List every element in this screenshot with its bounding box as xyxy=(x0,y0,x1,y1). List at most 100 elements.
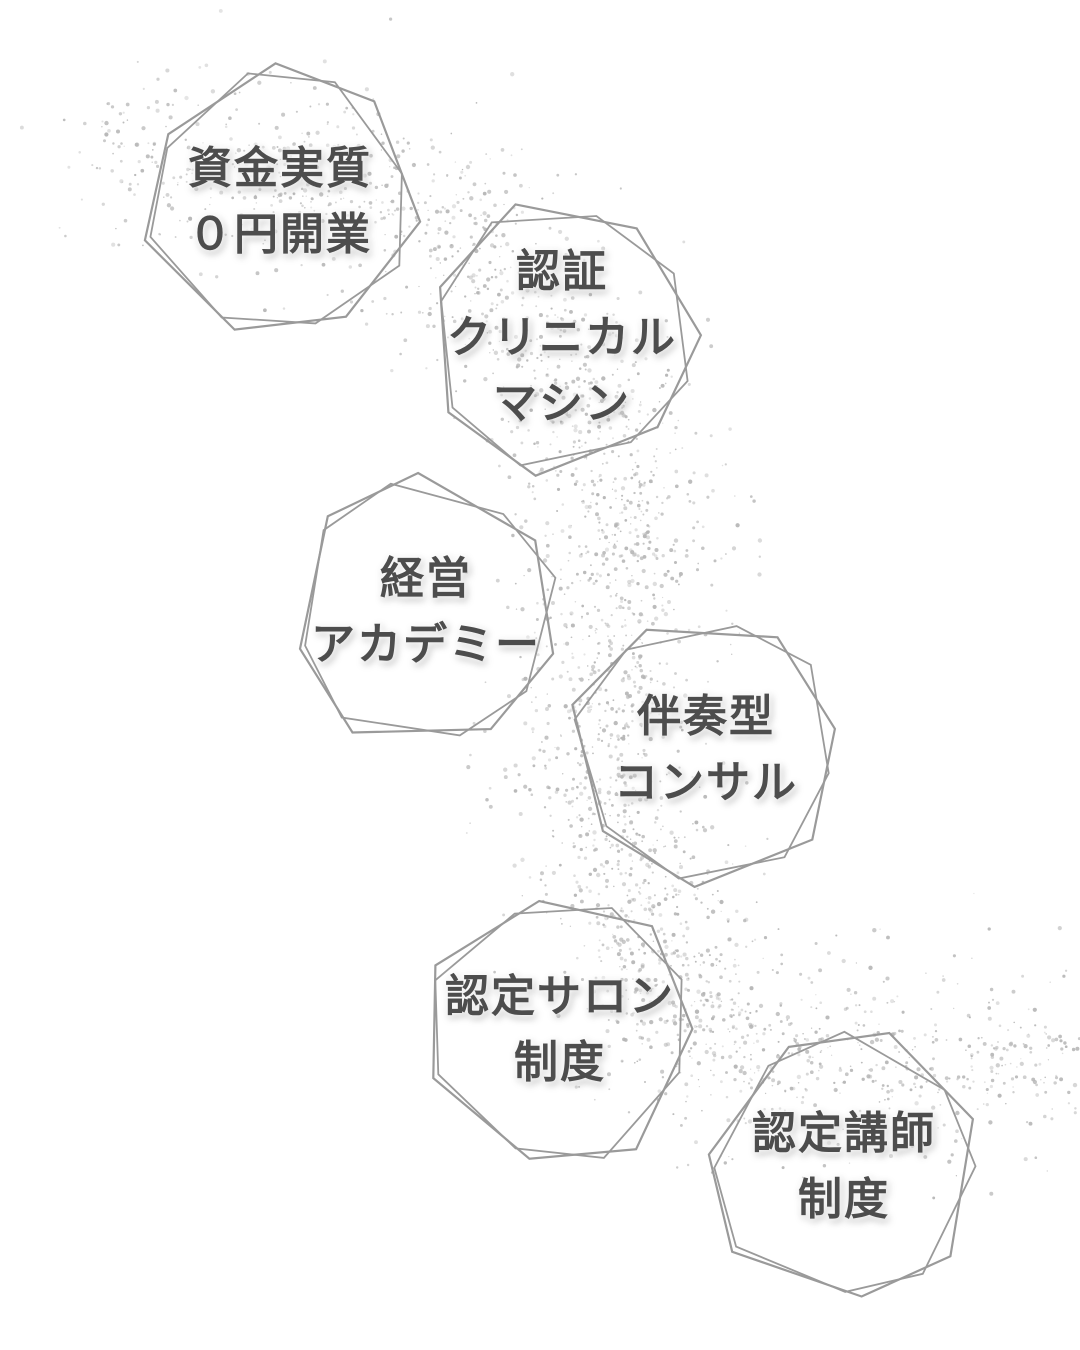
dust-particle xyxy=(827,1047,829,1049)
dust-particle xyxy=(731,653,733,655)
dust-particle xyxy=(597,437,600,440)
dust-particle xyxy=(735,973,737,975)
dust-particle xyxy=(810,1006,813,1009)
dust-particle xyxy=(601,462,604,465)
dust-particle xyxy=(815,994,817,996)
dust-particle xyxy=(673,608,675,611)
dust-particle xyxy=(568,716,571,720)
dust-particle xyxy=(730,1015,733,1019)
dust-particle xyxy=(331,256,336,261)
dust-particle xyxy=(709,1047,712,1050)
dust-particle xyxy=(639,638,641,641)
dust-particle xyxy=(735,1027,738,1031)
dust-particle xyxy=(571,729,576,733)
dust-particle xyxy=(905,1061,909,1065)
dust-particle xyxy=(643,797,649,802)
dust-particle xyxy=(805,1049,810,1054)
dust-particle xyxy=(615,843,620,848)
dust-particle xyxy=(616,849,621,853)
dust-particle xyxy=(585,552,587,555)
dust-particle xyxy=(623,503,626,507)
dust-particle xyxy=(616,925,620,929)
dust-particle xyxy=(744,1122,747,1125)
dust-particle xyxy=(655,466,658,469)
dust-particle xyxy=(645,977,650,982)
dust-particle xyxy=(545,543,550,548)
dust-particle xyxy=(62,118,66,122)
dust-particle xyxy=(671,940,673,942)
dust-particle xyxy=(643,907,648,912)
dust-particle xyxy=(627,916,630,918)
dust-particle xyxy=(648,479,653,484)
dust-particle xyxy=(589,381,593,385)
dust-particle xyxy=(635,542,640,546)
dust-particle xyxy=(667,600,671,604)
dust-particle xyxy=(185,180,188,183)
dust-particle xyxy=(636,449,640,453)
dust-particle xyxy=(597,787,602,792)
dust-particle xyxy=(622,767,627,772)
dust-particle xyxy=(271,146,276,150)
dust-particle xyxy=(638,968,642,972)
dust-particle xyxy=(731,622,734,625)
dust-particle xyxy=(590,572,594,577)
dust-particle xyxy=(911,1048,914,1051)
dust-particle xyxy=(1022,1042,1025,1045)
dust-particle xyxy=(678,894,680,896)
dust-particle xyxy=(734,495,736,497)
dust-particle xyxy=(596,642,600,645)
dust-particle xyxy=(542,263,547,268)
dust-particle xyxy=(666,632,669,635)
dust-particle xyxy=(555,787,560,792)
dust-particle xyxy=(512,863,517,868)
dust-particle xyxy=(886,1084,889,1088)
dust-particle xyxy=(571,786,575,791)
dust-particle xyxy=(732,1014,735,1017)
dust-particle xyxy=(308,136,310,138)
dust-particle xyxy=(594,976,598,980)
dust-particle xyxy=(569,309,573,314)
dust-particle xyxy=(586,665,589,667)
dust-particle xyxy=(947,1159,952,1164)
dust-particle xyxy=(612,699,615,702)
dust-particle xyxy=(547,704,552,708)
dust-particle xyxy=(631,575,633,577)
dust-particle xyxy=(509,266,512,269)
dust-particle xyxy=(729,1031,731,1033)
dust-particle xyxy=(134,142,140,147)
dust-particle xyxy=(206,180,208,183)
dust-particle xyxy=(697,1079,700,1081)
dust-particle xyxy=(689,857,692,860)
dust-particle xyxy=(561,395,566,400)
dust-particle xyxy=(721,793,726,798)
dust-particle xyxy=(551,601,555,605)
dust-particle xyxy=(382,216,386,220)
dust-particle xyxy=(661,596,664,599)
dust-particle xyxy=(444,220,447,223)
dust-particle xyxy=(626,894,629,897)
dust-particle xyxy=(354,159,359,163)
dust-particle xyxy=(545,521,550,526)
dust-particle xyxy=(722,1018,726,1022)
dust-particle xyxy=(671,1003,676,1007)
dust-particle xyxy=(565,800,568,803)
dust-particle xyxy=(1047,1044,1051,1047)
dust-particle xyxy=(655,495,659,499)
dust-particle xyxy=(720,1080,723,1084)
dust-particle xyxy=(623,792,626,794)
dust-particle xyxy=(427,218,431,222)
dust-particle xyxy=(281,112,286,117)
dust-particle xyxy=(601,553,606,558)
dust-particle xyxy=(654,821,657,824)
dust-particle xyxy=(838,1068,843,1072)
dust-particle xyxy=(674,672,677,675)
dust-particle xyxy=(191,179,196,184)
dust-particle xyxy=(1016,1066,1018,1068)
dust-particle xyxy=(740,1008,744,1012)
dust-particle xyxy=(744,845,747,847)
dust-particle xyxy=(1035,1093,1040,1097)
dust-particle xyxy=(351,126,356,130)
dust-particle xyxy=(255,202,258,204)
dust-particle xyxy=(484,314,489,319)
dust-particle xyxy=(587,328,590,330)
